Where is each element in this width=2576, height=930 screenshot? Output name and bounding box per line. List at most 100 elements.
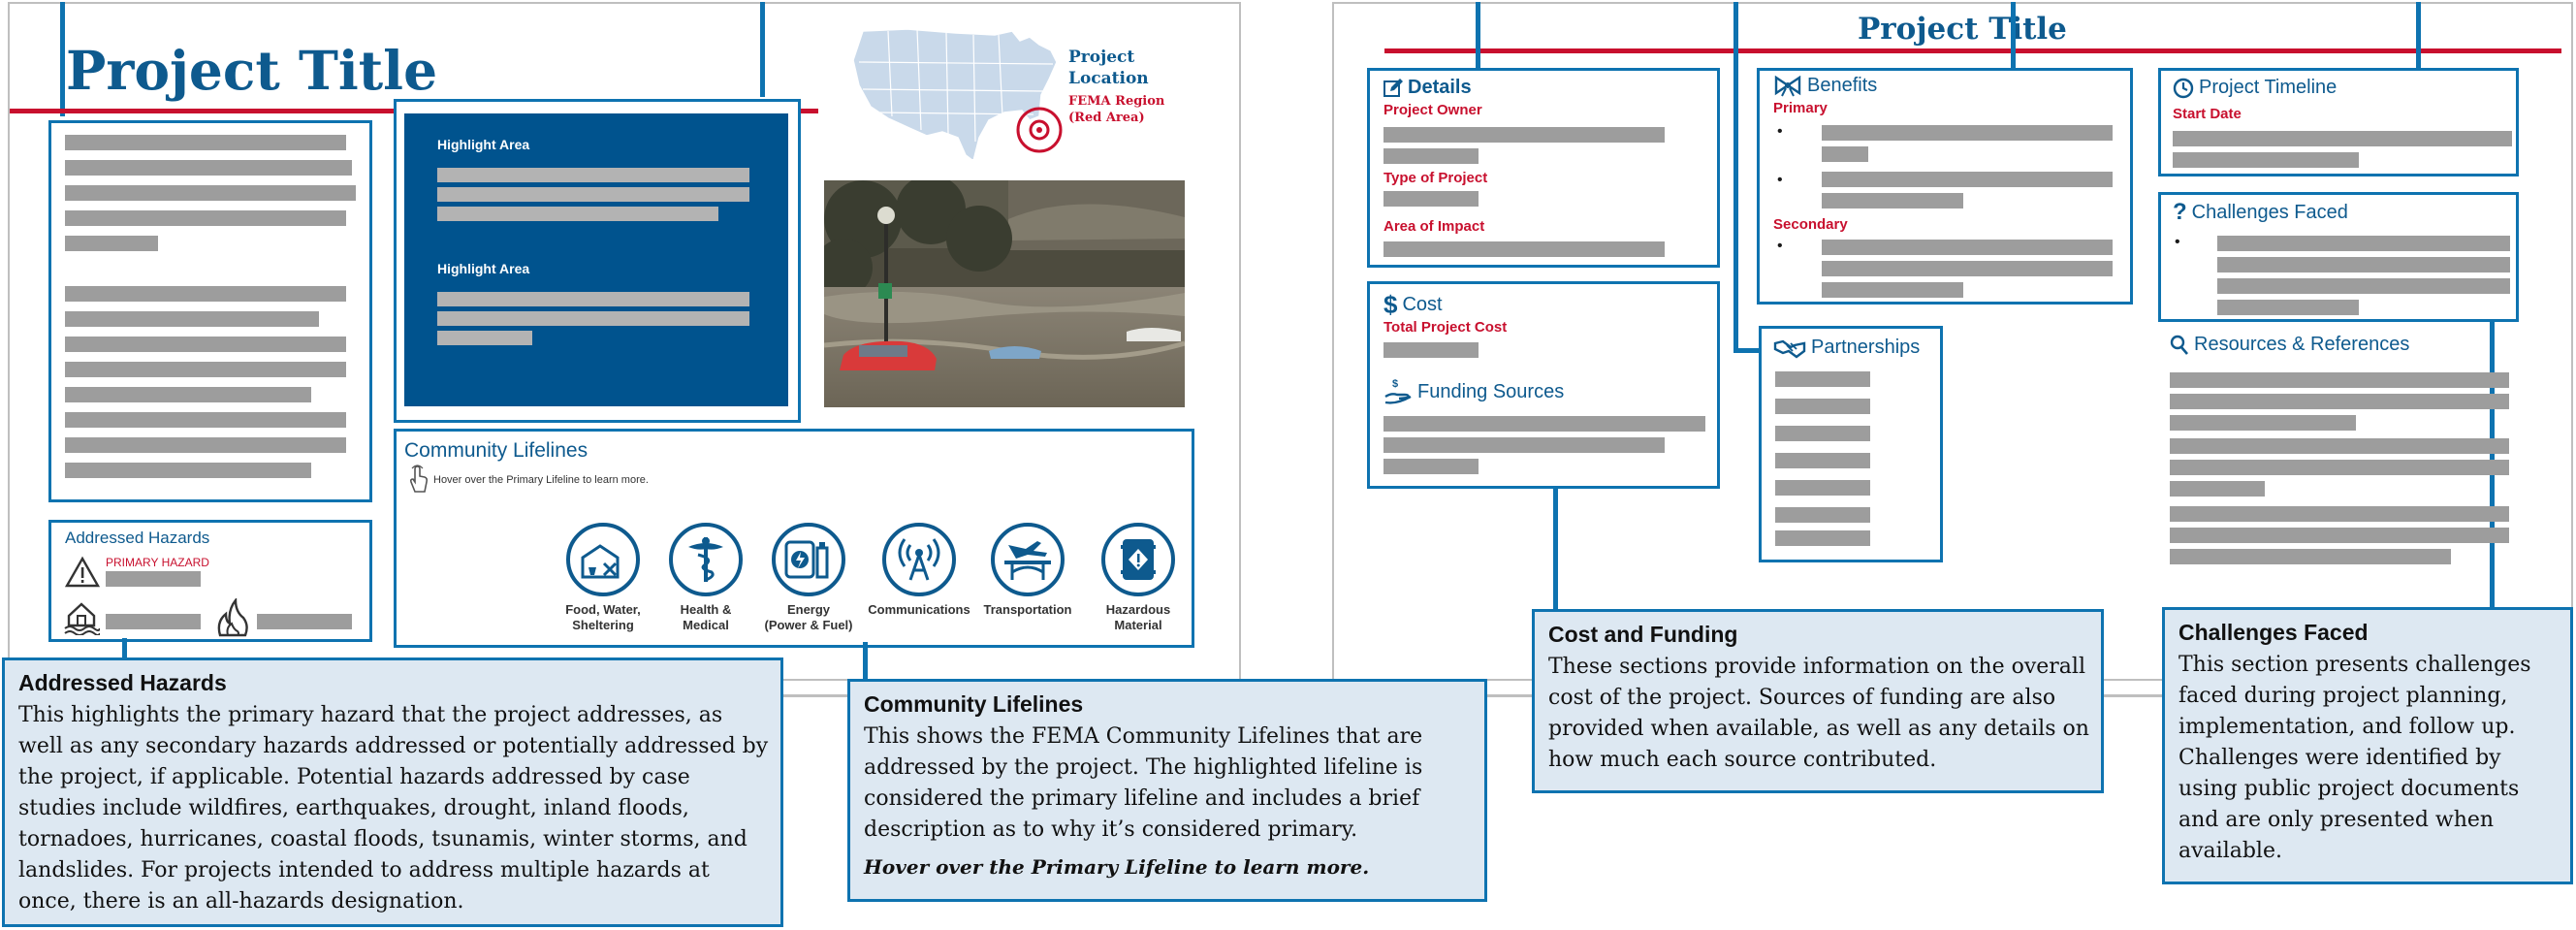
placeholder-text-bar — [1822, 193, 1963, 208]
placeholder-text-bar — [1822, 146, 1868, 162]
partnerships-title: Partnerships — [1811, 337, 1921, 358]
placeholder-text-bar — [2170, 528, 2509, 543]
project-location-label: Project Location — [1068, 47, 1149, 89]
details-box: Details Project Owner Type of Project Ar… — [1367, 68, 1720, 268]
lifeline-communications[interactable]: Communications — [866, 523, 972, 618]
resources-title: Resources & References — [2194, 334, 2410, 355]
placeholder-text-bar — [65, 236, 158, 251]
callout-challenges-faced: Challenges Faced This section presents c… — [2162, 607, 2573, 884]
clock-icon — [2173, 78, 2194, 98]
connector-line — [779, 694, 847, 697]
funding-sources-title: Funding Sources — [1417, 380, 1565, 402]
placeholder-text-bar — [437, 187, 749, 202]
lifeline-food-water-shelter[interactable]: Food, Water,Sheltering — [550, 523, 656, 633]
placeholder-text-bar — [1383, 416, 1705, 432]
total-cost-label: Total Project Cost — [1383, 319, 1508, 336]
lifeline-label: Medical — [683, 618, 729, 632]
timeline-title: Project Timeline — [2199, 77, 2337, 98]
callout-body: This highlights the primary hazard that … — [18, 703, 769, 914]
lifeline-transportation[interactable]: Transportation — [974, 523, 1081, 618]
placeholder-text-bar — [437, 292, 749, 306]
details-title: Details — [1408, 77, 1472, 98]
placeholder-text-bar — [1775, 453, 1870, 468]
placeholder-text-bar — [1822, 125, 2113, 141]
placeholder-text-bar — [2170, 460, 2509, 475]
lifeline-energy[interactable]: Energy(Power & Fuel) — [755, 523, 862, 633]
placeholder-text-bar — [65, 412, 346, 428]
callout-title: Cost and Funding — [1548, 622, 1738, 647]
challenges-title: Challenges Faced — [2191, 201, 2348, 223]
us-map-icon — [852, 28, 1063, 159]
hand-pointer-icon — [409, 465, 429, 493]
lifeline-label: Communications — [868, 602, 970, 617]
placeholder-text-bar — [1383, 127, 1665, 143]
dollar-icon: $ — [1383, 290, 1398, 319]
cost-title: Cost — [1402, 294, 1443, 315]
placeholder-text-bar — [65, 387, 311, 402]
placeholder-text-bar — [437, 331, 532, 345]
highlight-label: Highlight Area — [437, 261, 530, 276]
connector-line — [1733, 348, 1768, 353]
project-timeline-box: Project Timeline Start Date — [2158, 68, 2519, 176]
placeholder-text-bar — [65, 286, 346, 302]
placeholder-text-bar — [1383, 148, 1479, 164]
left-page: Project Title Project Location FEMA Regi… — [8, 2, 1241, 681]
callout-addressed-hazards: Addressed Hazards This highlights the pr… — [2, 657, 783, 927]
magnifier-icon — [2170, 335, 2188, 355]
lifelines-title: Community Lifelines — [404, 439, 588, 462]
primary-hazard-label: PRIMARY HAZARD — [106, 556, 209, 569]
placeholder-text-bar — [2170, 506, 2509, 522]
placeholder-text-bar — [1775, 426, 1870, 441]
placeholder-text-bar — [1775, 507, 1870, 523]
fema-region-label: FEMA Region (Red Area) — [1068, 93, 1164, 126]
flood-photo — [824, 180, 1185, 407]
area-of-impact-label: Area of Impact — [1383, 218, 1485, 235]
placeholder-text-bar — [437, 168, 749, 182]
placeholder-text-bar — [2173, 152, 2359, 168]
callout-title: Addressed Hazards — [18, 670, 227, 695]
title-rule — [1384, 48, 2561, 53]
placeholder-text-bar — [1822, 261, 2113, 276]
health-medical-icon — [688, 537, 723, 582]
connector-line — [1483, 694, 1538, 697]
callout-title: Challenges Faced — [2178, 620, 2369, 645]
food-water-shelter-icon — [581, 544, 620, 579]
connector-line — [863, 642, 868, 683]
placeholder-text-bar — [65, 210, 346, 226]
placeholder-text-bar — [1822, 240, 2113, 255]
callout-body: This section presents challenges faced d… — [2178, 653, 2531, 863]
bullet: • — [1777, 238, 1783, 254]
callout-body: These sections provide information on th… — [1548, 655, 2089, 772]
placeholder-text-bar — [106, 571, 201, 587]
highlight-label: Highlight Area — [437, 137, 530, 152]
lifeline-label: Material — [1114, 618, 1162, 632]
placeholder-text-bar — [65, 337, 346, 352]
svg-text:$: $ — [1392, 378, 1398, 390]
lifeline-label: Food, Water, — [565, 602, 641, 617]
right-page: Project Title Details Project Owner Type… — [1332, 2, 2573, 681]
connector-line — [1476, 2, 1480, 68]
benefits-box: Benefits Primary • • Secondary • — [1757, 68, 2133, 305]
placeholder-text-bar — [2170, 438, 2509, 454]
highlight-area: Highlight Area Highlight Area — [404, 113, 788, 406]
placeholder-text-bar — [2170, 415, 2356, 431]
start-date-label: Start Date — [2173, 106, 2242, 122]
placeholder-text-bar — [2217, 278, 2510, 294]
placeholder-text-bar — [1383, 459, 1479, 474]
question-icon: ? — [2173, 199, 2187, 225]
lifeline-health-medical[interactable]: Health &Medical — [652, 523, 759, 633]
placeholder-text-bar — [65, 311, 319, 327]
location-line2: Location — [1068, 69, 1149, 88]
callout-cost-funding: Cost and Funding These sections provide … — [1532, 609, 2104, 793]
resources-section: Resources & References — [2158, 334, 2527, 566]
placeholder-text-bar — [2217, 236, 2510, 251]
hazardous-material-icon — [1121, 539, 1156, 580]
placeholder-text-bar — [106, 614, 201, 629]
text-column-box — [48, 120, 372, 502]
placeholder-text-bar — [437, 207, 718, 221]
callout-community-lifelines: Community Lifelines This shows the FEMA … — [847, 679, 1487, 902]
connector-line — [1733, 2, 1738, 353]
page-title: Project Title — [66, 39, 438, 102]
edit-icon — [1383, 78, 1403, 97]
